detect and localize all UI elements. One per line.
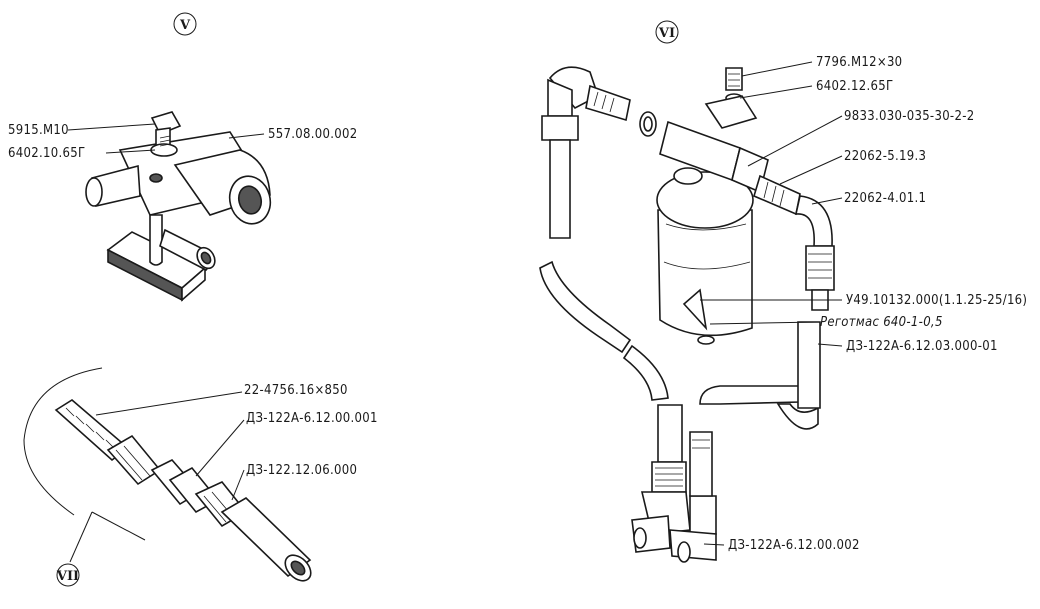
filter-union2-label: 22062-4.01.1 <box>844 191 926 206</box>
clamp-part-label: 557.08.00.002 <box>268 127 357 142</box>
filter-tube-label: ДЗ-122А-6.12.03.000-01 <box>846 339 998 354</box>
filter-unit-label: У49.10132.000(1.1.25-25/16) <box>846 293 1027 308</box>
clamp-bolt-label: 5915.M10 <box>8 123 69 138</box>
clamp-washer-label: 6402.10.65Г <box>8 146 85 161</box>
section-vi-label: VI <box>658 26 675 41</box>
section-vi-marker: VI <box>655 20 679 44</box>
hose-leaders <box>95 391 245 501</box>
clamp-leaders <box>67 123 265 154</box>
nipple-label: ДЗ-122А-6.12.00.001 <box>246 411 378 426</box>
filter-fitting-label: 9833.030-035-30-2-2 <box>844 109 974 124</box>
filter-bolt-label: 7796.M12×30 <box>816 55 902 70</box>
hose-label: 22-4756.16×850 <box>244 383 348 398</box>
hose-nut-label: ДЗ-122.12.06.000 <box>246 463 357 478</box>
section-v-marker: V <box>173 12 197 36</box>
clamp-assembly-drawing <box>85 111 272 302</box>
filter-tee-label: ДЗ-122А-6.12.00.002 <box>728 538 860 553</box>
hose-fitting-drawing <box>54 399 312 582</box>
filter-leaders <box>700 61 843 546</box>
section-v-label: V <box>179 18 191 33</box>
section-vii-label: VII <box>56 569 79 584</box>
section-vii-callout: VII <box>23 367 146 587</box>
filter-assembly-drawing <box>539 66 835 563</box>
filter-washer-label: 6402.12.65Г <box>816 79 893 94</box>
regotmas-label: Реготмас 640-1-0,5 <box>820 315 943 330</box>
filter-union1-label: 22062-5.19.3 <box>844 149 926 164</box>
